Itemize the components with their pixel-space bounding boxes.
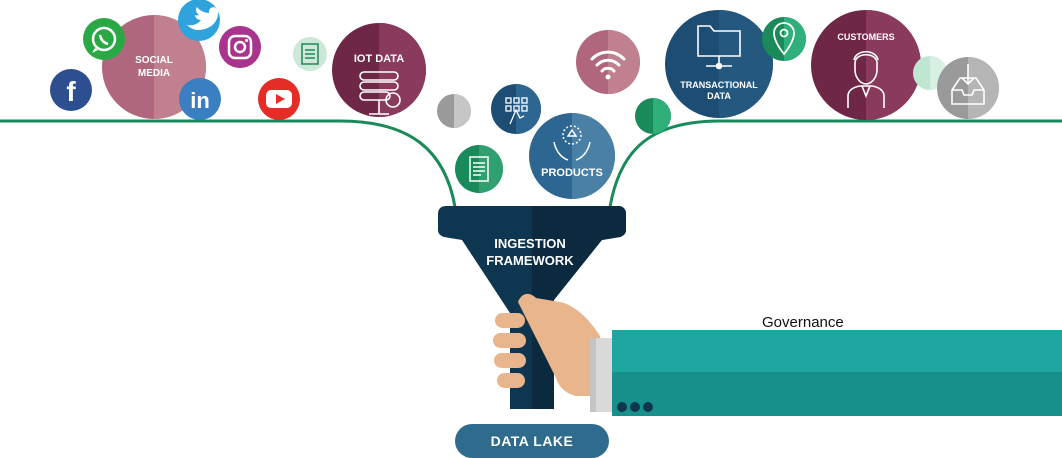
green-document-bubble: [455, 145, 503, 193]
customers-label: CUSTOMERS: [837, 32, 894, 42]
report-icon: [469, 156, 489, 182]
location-pin-bubble: [762, 17, 806, 61]
inbox-tray-bubble: [937, 57, 999, 119]
twitter-icon: [178, 0, 221, 41]
products-label: PRODUCTS: [541, 167, 603, 179]
transactional-label-1: TRANSACTIONAL: [680, 80, 758, 90]
customers-bubble: CUSTOMERS: [811, 10, 921, 120]
svg-text:in: in: [190, 88, 210, 113]
touch-grid-bubble: [491, 84, 541, 134]
whatsapp-icon: [83, 18, 125, 60]
iot-data-label: IOT DATA: [354, 53, 404, 65]
wifi-bubble: [576, 30, 640, 94]
document-icon: [293, 37, 327, 71]
transactional-data-bubble: TRANSACTIONAL DATA: [665, 10, 773, 118]
youtube-icon: [258, 78, 300, 120]
data-lake-pill: DATA LAKE: [455, 424, 609, 458]
facebook-icon: f: [50, 69, 92, 111]
ingestion-label-1: INGESTION: [494, 236, 566, 251]
touch-grid-icon: [505, 97, 528, 125]
ingestion-label-2: FRAMEWORK: [486, 253, 574, 268]
wifi-icon: [590, 50, 626, 73]
transactional-label-2: DATA: [707, 91, 731, 101]
left-green-line: [0, 119, 457, 208]
location-pin-icon: [773, 22, 795, 56]
governance-label: Governance: [762, 314, 844, 331]
products-bubble: PRODUCTS: [529, 113, 615, 199]
right-green-line: [608, 119, 1062, 208]
hand-illustration: [493, 293, 600, 396]
social-media-label-1: SOCIAL: [135, 55, 173, 66]
server-icon: [359, 71, 401, 115]
svg-text:f: f: [66, 76, 76, 107]
inbox-tray-icon: [951, 64, 985, 105]
green-half-bubble: [635, 98, 671, 134]
sleeve: [590, 330, 1062, 416]
product-hands-icon: [553, 125, 591, 161]
linkedin-icon: in: [179, 78, 221, 120]
iot-data-bubble: IOT DATA: [332, 23, 426, 117]
instagram-icon: [219, 26, 261, 68]
person-icon: [847, 50, 885, 108]
social-media-label-2: MEDIA: [138, 68, 170, 79]
folder-network-icon: [697, 25, 741, 70]
grey-half-bubble: [437, 94, 471, 128]
